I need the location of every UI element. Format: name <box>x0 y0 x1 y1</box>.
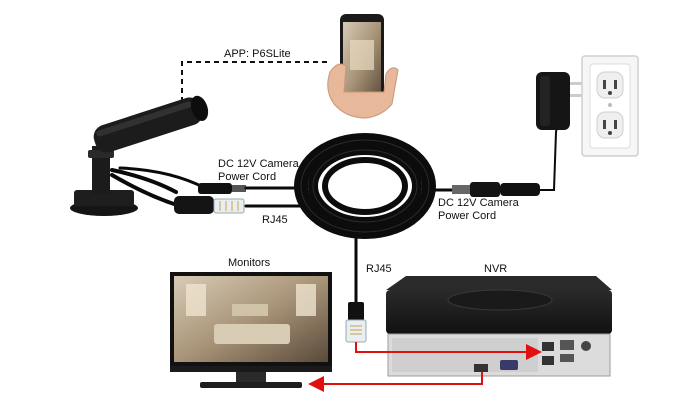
cable-coil-icon <box>294 133 436 239</box>
monitor-icon <box>170 272 332 388</box>
rj45-label-bottom: RJ45 <box>366 263 392 275</box>
wall-outlet-icon <box>581 55 639 157</box>
dc-cord-label-right: DC 12V Camera Power Cord <box>438 197 519 223</box>
dc-cord-label-left: DC 12V Camera Power Cord <box>218 158 299 184</box>
dc-cord-right-line2: Power Cord <box>438 210 497 222</box>
dc-plug-adapter <box>452 182 540 197</box>
rj45-plug-camera <box>174 196 245 214</box>
app-label: APP: P6SLite <box>224 48 291 60</box>
dc-cord-left-line1: DC 12V Camera <box>218 158 299 170</box>
dc-cord-right-line1: DC 12V Camera <box>438 197 519 209</box>
arrow-nvr-to-monitor <box>308 372 483 392</box>
nvr-label: NVR <box>484 263 508 275</box>
dc-plug-camera <box>198 183 246 194</box>
arrow-rj45-to-nvr <box>355 342 542 360</box>
smartphone-icon <box>327 14 399 119</box>
rj45-plug-nvr <box>345 302 367 343</box>
bullet-camera-icon <box>70 95 209 216</box>
monitors-label: Monitors <box>228 257 271 269</box>
nvr-box-icon <box>386 276 612 377</box>
rj45-label-left: RJ45 <box>262 214 288 226</box>
power-adapter-icon <box>536 72 582 130</box>
connection-arrows <box>308 342 542 392</box>
dc-cord-left-line2: Power Cord <box>218 171 277 183</box>
